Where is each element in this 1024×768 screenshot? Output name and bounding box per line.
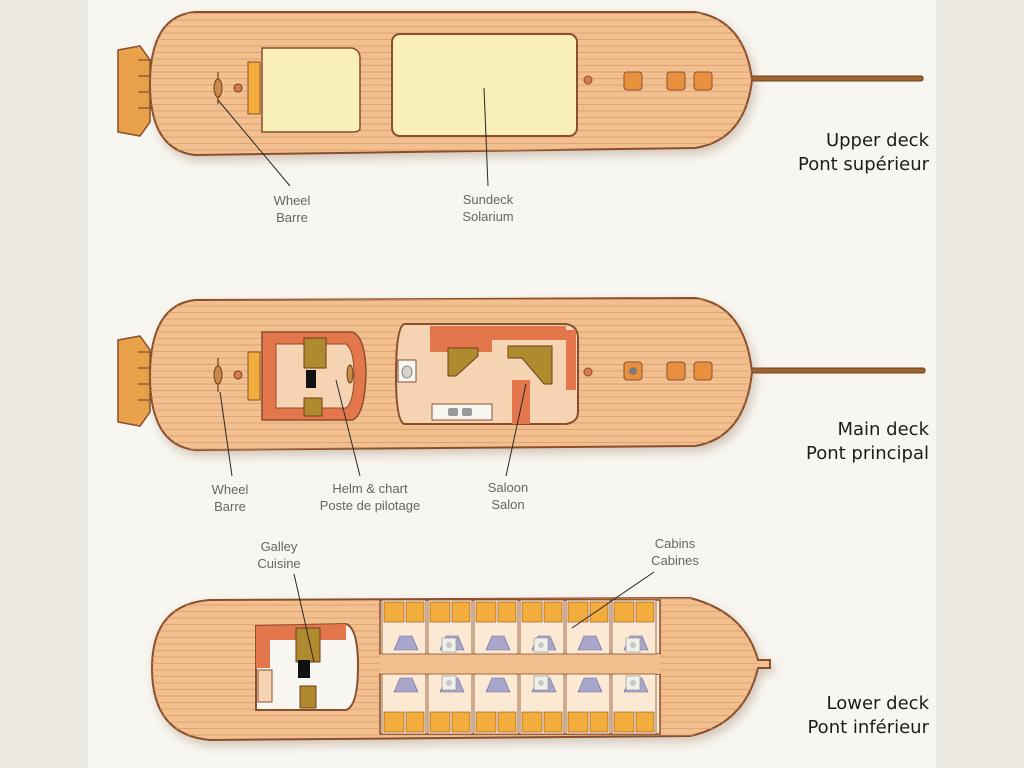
upper-rudder [117,45,151,137]
main-deck-plan [117,296,926,477]
cabin-bed [383,711,405,733]
cabin-bed [451,601,471,623]
cabin-bed [429,601,451,623]
galley-room [255,622,360,711]
cabin-bed [451,711,471,733]
cabin-bed [589,711,609,733]
cabin-bed [383,601,405,623]
sundeck-area [391,33,578,137]
washbasin-bowl [538,680,544,686]
upper-bench [247,61,261,115]
cabin-bed [543,711,563,733]
saloon-room [394,323,579,425]
cabin-bed [405,711,425,733]
upper-hatch-1 [623,71,643,91]
cabin-bathroom [485,635,511,651]
washbasin-bowl [538,642,544,648]
upper-deck-plan [117,11,924,187]
cabin-bed [521,711,543,733]
main-bowsprit [734,367,926,374]
lower-deck-plan [150,571,771,742]
cabin-bed [475,711,497,733]
cabin-bathroom [577,677,603,693]
cabin-bed [521,601,543,623]
cabin-bed [635,711,655,733]
cabin-bed [429,711,451,733]
helm-house [261,331,367,421]
cabin-block [379,599,661,735]
cabin-bed [567,601,589,623]
washbasin-bowl [630,642,636,648]
cabin-bathroom [485,677,511,693]
upper-hatch-3 [693,71,713,91]
cabin-bed [635,601,655,623]
cabin-bathroom [393,677,419,693]
cabin-bed [567,711,589,733]
main-wheel-icon [213,358,243,392]
cabin-bed [497,601,517,623]
cabin-bed [613,711,635,733]
cabin-bathroom [577,635,603,651]
washbasin-bowl [446,642,452,648]
washbasin-bowl [630,680,636,686]
cabin-bed [613,601,635,623]
upper-bowsprit [734,75,924,82]
cabin-bed [543,601,563,623]
cabin-bed [405,601,425,623]
upper-hatch-2 [666,71,686,91]
washbasin-bowl [446,680,452,686]
cabin-bed [475,601,497,623]
cabin-bed [497,711,517,733]
main-rudder [117,335,151,427]
upper-aft-sunpad [261,47,361,133]
upper-wheel-icon [213,72,243,104]
cabin-bathroom [393,635,419,651]
